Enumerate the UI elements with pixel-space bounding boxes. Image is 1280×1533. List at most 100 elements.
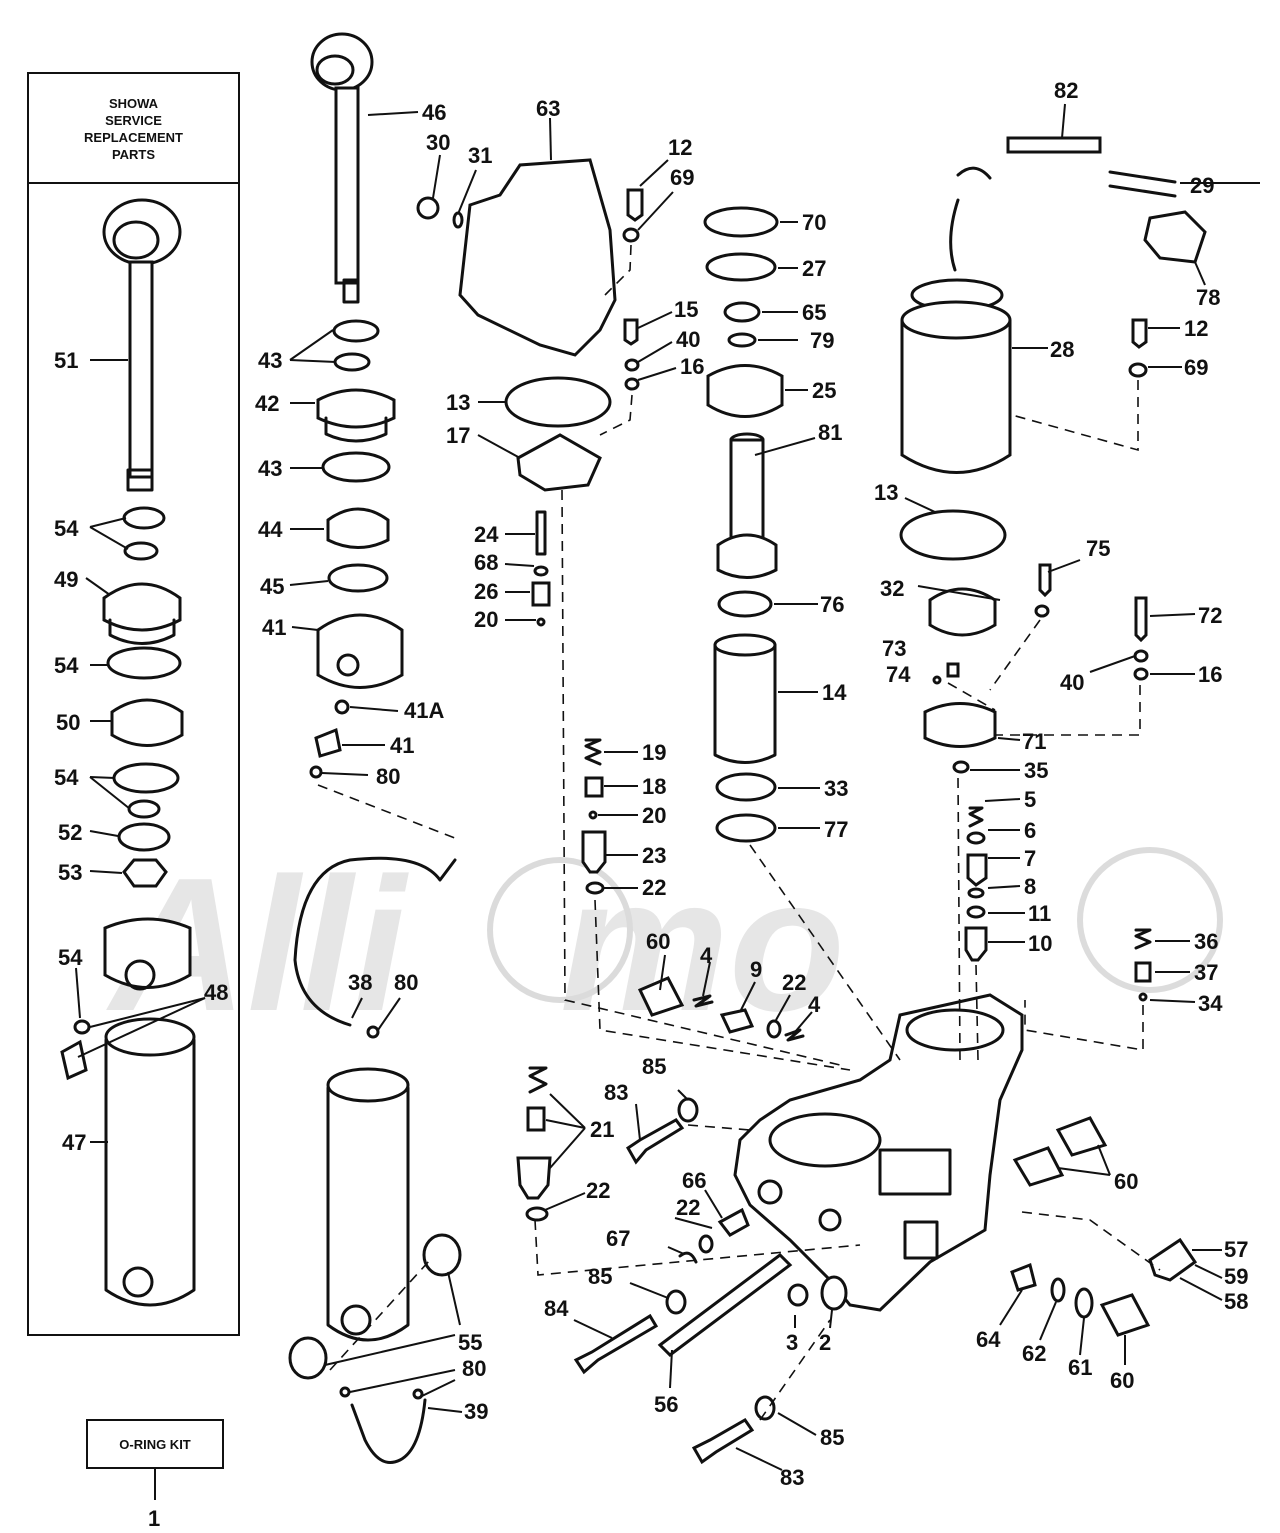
part-43-oring-b [321, 451, 391, 483]
part-4-spring [692, 994, 714, 1008]
callout-69: 69 [670, 165, 694, 190]
part-77-oring [715, 813, 777, 843]
part-9-valve [719, 1008, 755, 1034]
callout-43b: 43 [258, 456, 282, 481]
callout-51: 51 [54, 348, 78, 373]
part-64-valve [1010, 1262, 1037, 1292]
part-38-tube [293, 856, 457, 1027]
part-28-motor [900, 166, 1012, 474]
part-80-oring-b [366, 1025, 380, 1039]
part-61-oring [1074, 1287, 1094, 1319]
callout-21: 21 [590, 1117, 614, 1142]
part-29-wires [1108, 170, 1177, 198]
part-33-ring [715, 772, 777, 802]
part-5-spring [968, 806, 984, 828]
part-47-cylinder [104, 1017, 196, 1307]
watermark: Alli mo [106, 839, 1223, 1051]
part-40-washer-c [1133, 649, 1149, 663]
part-22-oring-c [525, 1206, 549, 1222]
part-74-ball [932, 675, 942, 685]
callout-69b: 69 [1184, 355, 1208, 380]
callout-75: 75 [1086, 536, 1110, 561]
part-60-plug-d [1099, 1293, 1151, 1337]
part-12-screw [626, 188, 644, 222]
part-84-bolt [573, 1313, 659, 1375]
part-69-washer [622, 227, 640, 243]
part-21-spring [528, 1066, 548, 1094]
part-54-seal [122, 506, 166, 561]
callout-6: 6 [1024, 818, 1036, 843]
part-16-washer-b [1133, 667, 1149, 681]
callout-41a: 41A [404, 698, 444, 723]
callout-8: 8 [1024, 874, 1036, 899]
callout-19: 19 [642, 740, 666, 765]
callout-15: 15 [674, 297, 698, 322]
part-54-oring-b [112, 762, 180, 794]
part-22-oring-d [698, 1234, 714, 1254]
part-55-bushings [288, 1233, 462, 1380]
callout-37: 37 [1194, 960, 1218, 985]
part-40-washer-b [1034, 604, 1050, 618]
callout-26: 26 [474, 579, 498, 604]
part-23-valve [581, 830, 607, 874]
showa-title-line-4: PARTS [111, 147, 156, 162]
callout-20: 20 [474, 607, 498, 632]
callout-1: 1 [148, 1506, 160, 1531]
callout-83b: 83 [780, 1465, 804, 1490]
callout-40: 40 [676, 327, 700, 352]
part-82-sleeve [1006, 136, 1102, 154]
callout-16b: 16 [1198, 662, 1222, 687]
part-26-plunger [531, 581, 551, 607]
callout-47: 47 [62, 1130, 86, 1155]
showa-title-line-2: SERVICE [105, 113, 162, 128]
callout-52: 52 [58, 820, 82, 845]
callout-65: 65 [802, 300, 826, 325]
part-35-oring [952, 760, 970, 774]
callout-13: 13 [446, 390, 470, 415]
part-22-oring-b [766, 1019, 782, 1039]
part-20-ball [536, 617, 546, 627]
callout-45: 45 [260, 574, 284, 599]
callout-79: 79 [810, 328, 834, 353]
part-54-oring [106, 646, 182, 680]
part-78-connector [1143, 210, 1207, 264]
part-41-block [316, 613, 404, 689]
callout-46: 46 [422, 100, 446, 125]
part-cylinder-2 [326, 1067, 410, 1342]
part-54-body [103, 917, 192, 991]
part-75-screw [1038, 563, 1052, 598]
part-4-spring-b [784, 1028, 805, 1042]
callout-59: 59 [1224, 1264, 1248, 1289]
part-42-cap [316, 388, 396, 443]
callout-3: 3 [786, 1330, 798, 1355]
callout-33: 33 [824, 776, 848, 801]
part-63-housing [458, 158, 617, 357]
callout-84: 84 [544, 1296, 569, 1321]
part-54-oring-c [127, 799, 161, 819]
showa-title-line-3: REPLACEMENT [84, 130, 183, 145]
o-ring-kit-label: O-RING KIT [119, 1436, 191, 1452]
part-27-oring [705, 252, 777, 282]
part-66-valve [717, 1207, 750, 1237]
part-83-bolt-b [691, 1418, 755, 1465]
callout-73: 73 [882, 636, 906, 661]
part-62-oring [1050, 1277, 1066, 1303]
callout-28: 28 [1050, 337, 1074, 362]
callout-80b: 80 [394, 970, 418, 995]
part-31-oring [452, 211, 464, 229]
part-45-oring [327, 563, 389, 593]
part-41-fitting [314, 727, 342, 758]
callout-54: 54 [54, 516, 79, 541]
alignment-dashed-lines [317, 244, 1161, 1421]
part-19-spring [584, 738, 602, 766]
callout-22c: 22 [586, 1178, 610, 1203]
part-7-valve [966, 853, 988, 887]
showa-title-line-1: SHOWA [108, 96, 159, 111]
callout-22: 22 [642, 875, 666, 900]
callout-17: 17 [446, 423, 470, 448]
part-48-fittings [60, 1019, 91, 1081]
callout-numbers: 1 2 3 4 4 5 6 7 8 9 10 11 12 12 13 13 14… [54, 78, 1248, 1531]
callout-62: 62 [1022, 1341, 1046, 1366]
part-17-plate [516, 433, 602, 492]
callout-48: 48 [204, 980, 228, 1005]
